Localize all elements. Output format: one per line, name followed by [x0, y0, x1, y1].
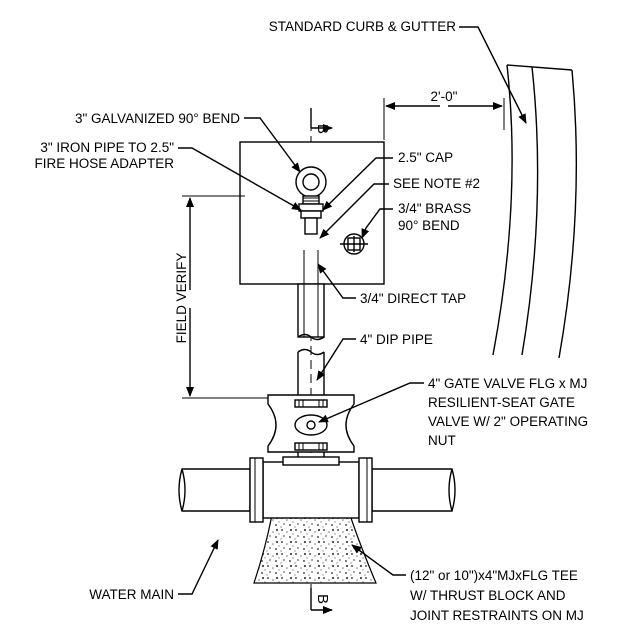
label-brass-1: 3/4" BRASS	[398, 201, 471, 216]
curb-gutter	[492, 64, 578, 359]
section-label-top: B	[314, 124, 331, 134]
offset-dimension: 2'-0"	[383, 89, 505, 140]
leader-lines	[178, 26, 527, 595]
label-dip-pipe: 4" DIP PIPE	[360, 332, 433, 347]
label-iron-pipe-2: FIRE HOSE ADAPTER	[34, 156, 174, 171]
label-gate-4: NUT	[428, 433, 456, 448]
tee-fitting	[249, 456, 373, 523]
label-cap: 2.5" CAP	[398, 150, 453, 165]
riser-pipe-upper	[297, 250, 325, 341]
label-curb: STANDARD CURB & GUTTER	[269, 19, 457, 34]
label-brass-2: 90° BEND	[398, 218, 460, 233]
callout-labels: STANDARD CURB & GUTTER 3" GALVANIZED 90°…	[34, 19, 588, 623]
gate-valve	[267, 394, 355, 462]
label-gate-3: VALVE W/ 2" OPERATING	[428, 414, 588, 429]
field-verify-label: FIELD VERIFY	[174, 253, 189, 344]
thrust-block	[253, 514, 377, 584]
label-iron-pipe-1: 3" IRON PIPE TO 2.5"	[40, 140, 174, 155]
label-water-main: WATER MAIN	[89, 587, 174, 602]
galvanized-bend	[295, 166, 327, 235]
offset-dimension-label: 2'-0"	[431, 89, 458, 104]
brass-bend	[340, 233, 368, 255]
label-gate-1: 4" GATE VALVE FLG x MJ	[428, 376, 587, 391]
label-tee-2: W/ THRUST BLOCK AND	[410, 588, 566, 603]
label-direct-tap: 3/4" DIRECT TAP	[360, 291, 466, 306]
label-gate-2: RESILIENT-SEAT GATE	[428, 395, 575, 410]
label-tee-1: (12" or 10")x4"MJxFLG TEE	[410, 568, 578, 583]
field-verify-dimension: FIELD VERIFY	[174, 195, 268, 399]
label-tee-3: JOINT RESTRAINTS ON MJ	[410, 608, 584, 623]
water-main	[178, 468, 456, 512]
label-galv-bend: 3" GALVANIZED 90° BEND	[75, 111, 240, 126]
label-see-note: SEE NOTE #2	[393, 176, 480, 191]
section-label-bottom: B	[314, 594, 331, 604]
